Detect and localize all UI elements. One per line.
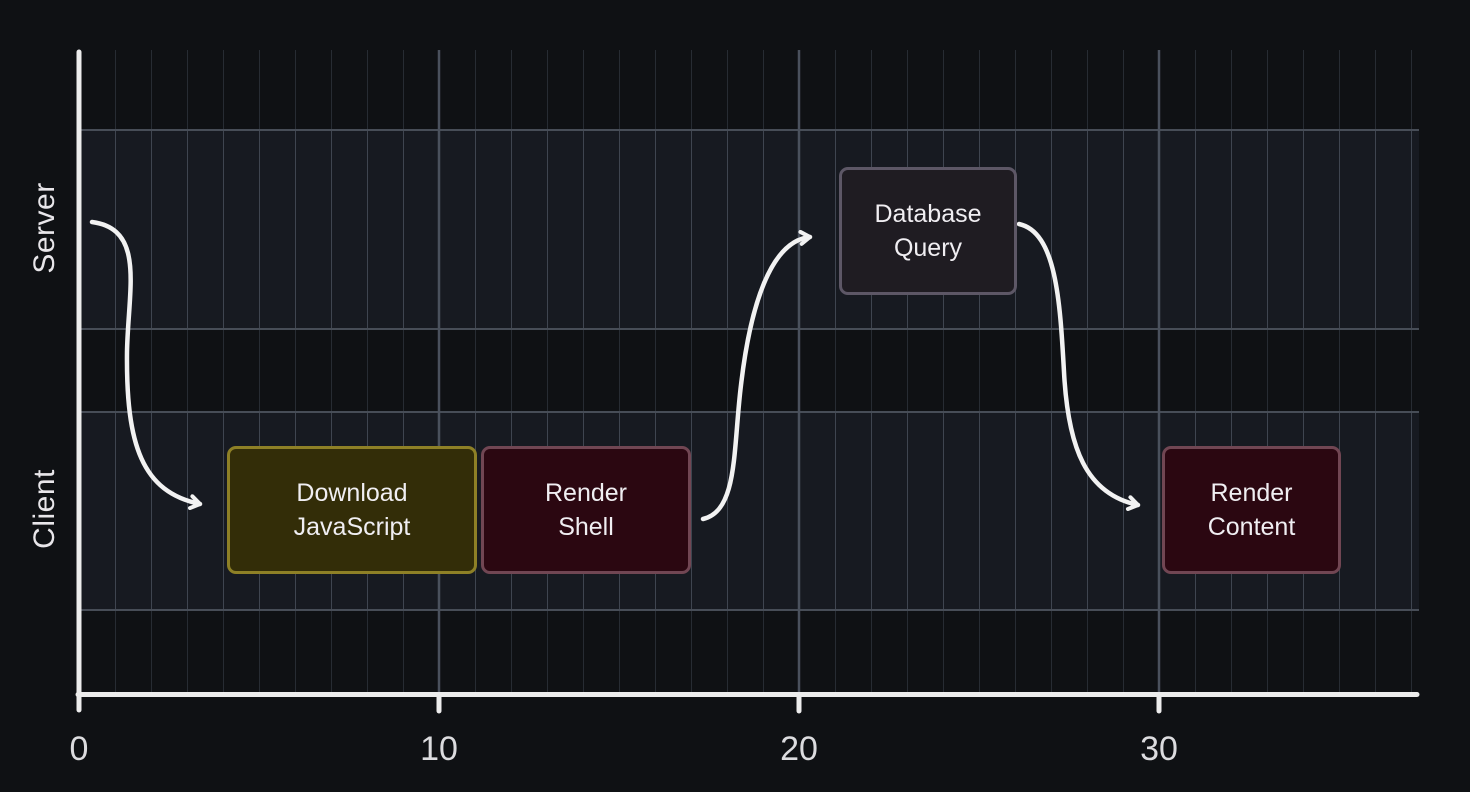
gridlines-major: [437, 50, 1161, 692]
x-tick-label-0: 0: [69, 730, 89, 768]
x-tick-label-10: 10: [420, 730, 458, 768]
arrow-start-to-download-js: [89, 219, 203, 511]
x-tick-label-20: 20: [780, 730, 818, 768]
task-box-render-shell: Render Shell: [481, 446, 691, 574]
lane-label-server: Server: [28, 182, 61, 274]
lane-label-client: Client: [28, 469, 61, 549]
task-box-download-javascript: Download JavaScript: [227, 446, 477, 574]
arrow-database-query-to-render-content: [1016, 221, 1141, 511]
task-box-render-content: Render Content: [1162, 446, 1341, 574]
x-tick-label-30: 30: [1140, 730, 1178, 768]
axes: [75, 49, 1420, 714]
task-box-database-query: Database Query: [839, 167, 1017, 295]
arrow-render-shell-to-database-query: [700, 229, 813, 522]
flow-arrows: [89, 219, 1141, 522]
gridlines-minor: [81, 50, 1419, 692]
